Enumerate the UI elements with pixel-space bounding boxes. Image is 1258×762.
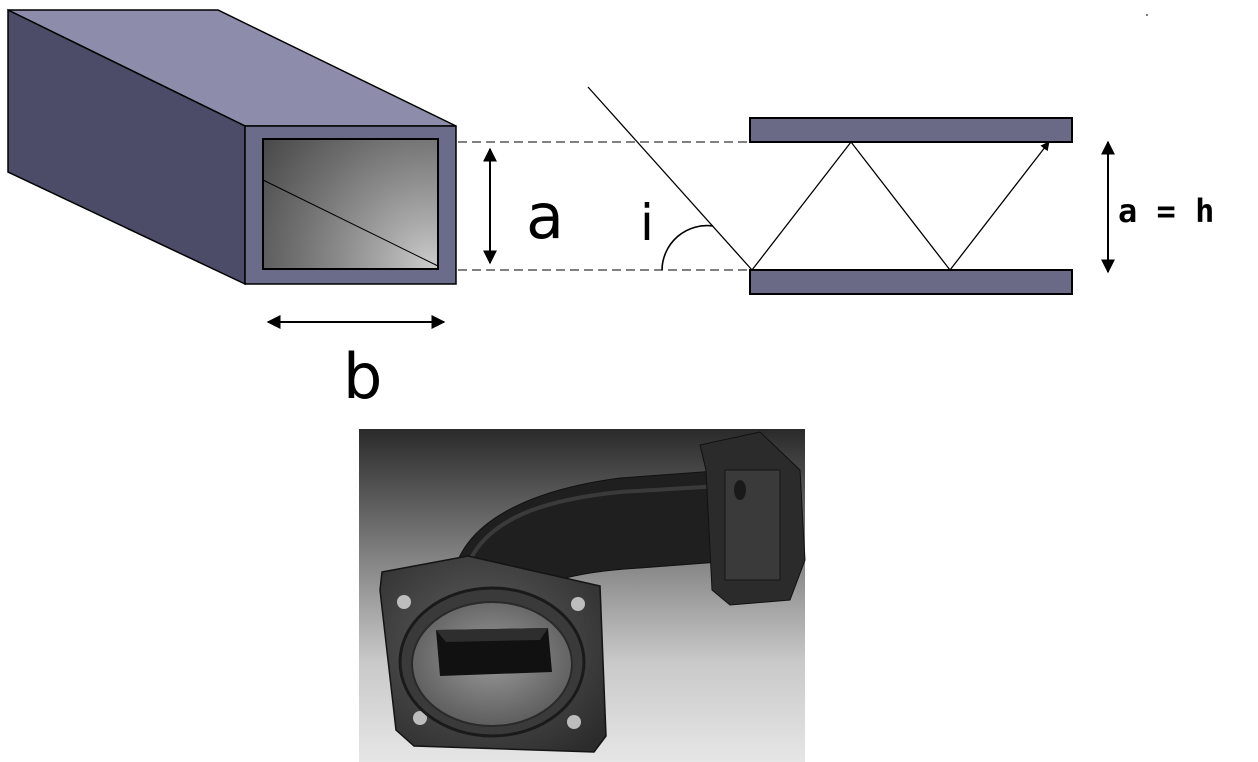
upper-plate — [749, 117, 1073, 143]
reflected-ray-arrow — [949, 141, 1050, 271]
width-label: b — [343, 340, 382, 413]
height-label: a — [526, 180, 564, 253]
incident-ray — [587, 86, 753, 271]
aperture-diagonal — [262, 179, 439, 267]
waveguide-aperture — [262, 138, 439, 270]
incidence-angle-arc — [661, 224, 714, 271]
lower-plate — [749, 269, 1073, 295]
waveguide-3d-drawing — [7, 8, 457, 286]
plate-gap-equation: a = h — [1118, 192, 1214, 230]
incidence-angle-label: i — [640, 194, 654, 252]
stray-mark — [1146, 14, 1148, 16]
reflected-ray-path — [751, 140, 951, 271]
waveguide-bend-photo — [359, 429, 806, 762]
